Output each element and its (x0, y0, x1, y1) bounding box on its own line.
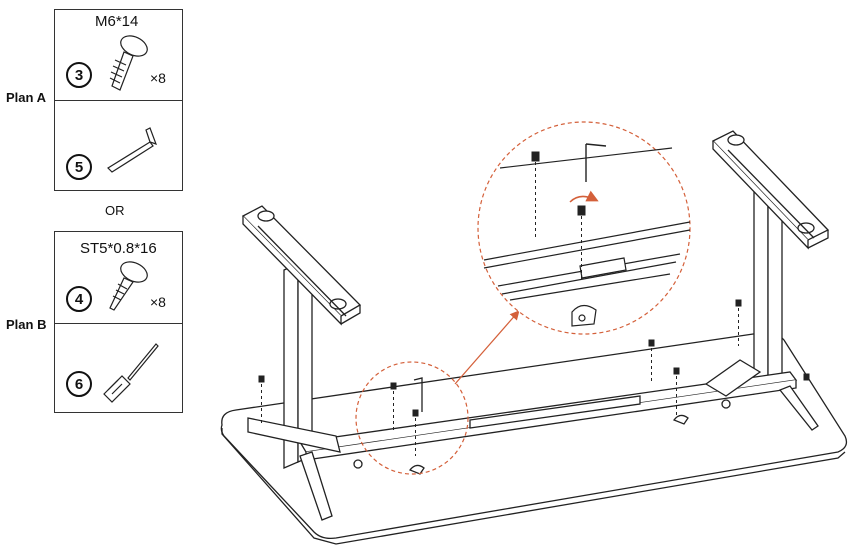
m6-screw-icon (110, 32, 150, 90)
screwdriver-icon (104, 344, 158, 402)
self-tapping-screw-icon (110, 258, 150, 310)
detail-zoom-view (478, 122, 690, 334)
allen-key-icon (108, 128, 156, 172)
